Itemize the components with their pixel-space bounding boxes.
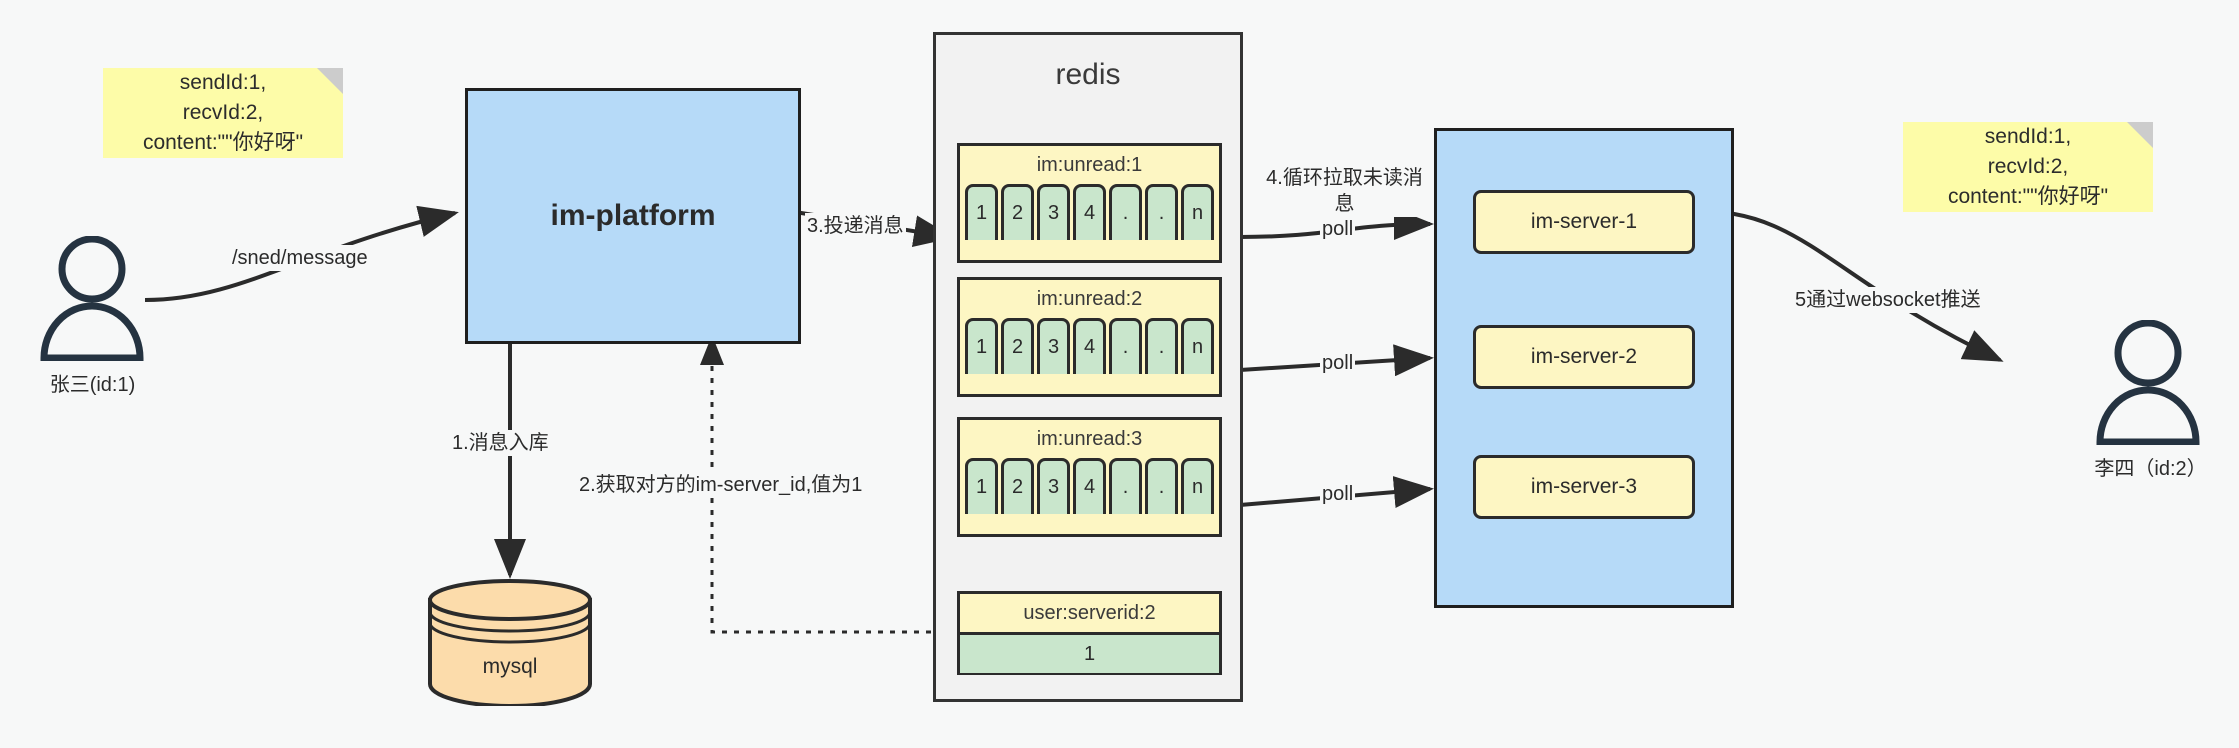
cell: 4 (1073, 318, 1106, 374)
edge-label-step1: 1.消息入库 (450, 430, 551, 456)
sender-avatar (40, 236, 144, 361)
edge-label-step4: 4.循环拉取未读消 息 (1255, 165, 1434, 217)
mysql-database[interactable] (425, 578, 595, 706)
note-fold-icon (317, 68, 343, 94)
cell: 1 (965, 318, 998, 374)
cell: n (1181, 184, 1214, 240)
edge-label-step3: 3.投递消息 (805, 213, 906, 239)
redis-list-1-key: im:unread:1 (960, 146, 1219, 184)
edge-label-step5: 5通过websocket推送 (1793, 287, 1983, 313)
edge-label-poll-2: poll (1320, 350, 1356, 376)
sender-name: 张三(id:1) (49, 374, 136, 396)
cell: . (1145, 318, 1178, 374)
cell: 2 (1001, 184, 1034, 240)
redis-kv-user-serverid[interactable]: user:serverid:2 1 (957, 591, 1222, 675)
note-left: sendId:1, recvId:2, content:""你好呀" (103, 68, 343, 158)
mysql-label: mysql (482, 655, 538, 678)
redis-kv-value: 1 (960, 632, 1219, 673)
cell: . (1109, 318, 1142, 374)
redis-list-im-unread-2[interactable]: im:unread:2 1 2 3 4 . . n (957, 277, 1222, 397)
redis-list-1-cells: 1 2 3 4 . . n (960, 184, 1219, 244)
edge-label-send-message: /sned/message (230, 245, 370, 271)
redis-list-3-cells: 1 2 3 4 . . n (960, 458, 1219, 518)
redis-list-2-key: im:unread:2 (960, 280, 1219, 318)
redis-list-im-unread-3[interactable]: im:unread:3 1 2 3 4 . . n (957, 417, 1222, 537)
cell: 4 (1073, 184, 1106, 240)
cell: 3 (1037, 184, 1070, 240)
note-right-text: sendId:1, recvId:2, content:""你好呀" (1947, 125, 2109, 208)
cell: 3 (1037, 458, 1070, 514)
note-fold-icon (2127, 122, 2153, 148)
redis-list-im-unread-1[interactable]: im:unread:1 1 2 3 4 . . n (957, 143, 1222, 263)
redis-list-2-cells: 1 2 3 4 . . n (960, 318, 1219, 378)
edge-label-poll-3: poll (1320, 481, 1356, 507)
cell: . (1109, 458, 1142, 514)
im-server-2[interactable]: im-server-2 (1473, 325, 1695, 389)
im-server-3[interactable]: im-server-3 (1473, 455, 1695, 519)
redis-list-3-key: im:unread:3 (960, 420, 1219, 458)
cell: 4 (1073, 458, 1106, 514)
cell: . (1145, 458, 1178, 514)
im-server-1-label: im-server-1 (1530, 210, 1638, 233)
cell: 1 (965, 184, 998, 240)
edge-server1-to-receiver (1689, 209, 2004, 362)
cell: n (1181, 318, 1214, 374)
im-platform-box[interactable]: im-platform (465, 88, 801, 344)
edge-label-step2: 2.获取对方的im-server_id,值为1 (577, 472, 865, 498)
im-server-3-label: im-server-3 (1530, 475, 1638, 498)
cell: 1 (965, 458, 998, 514)
receiver-name: 李四（id:2） (2094, 458, 2207, 480)
note-right: sendId:1, recvId:2, content:""你好呀" (1903, 122, 2153, 212)
im-platform-label: im-platform (550, 199, 716, 232)
redis-title: redis (1055, 58, 1121, 91)
cell: 2 (1001, 318, 1034, 374)
cell: 3 (1037, 318, 1070, 374)
receiver-avatar (2096, 320, 2200, 445)
note-left-text: sendId:1, recvId:2, content:""你好呀" (142, 71, 304, 154)
cell: . (1109, 184, 1142, 240)
redis-kv-key: user:serverid:2 (1023, 601, 1156, 624)
edge-label-poll-1: poll (1320, 216, 1356, 242)
cell: . (1145, 184, 1178, 240)
im-server-1[interactable]: im-server-1 (1473, 190, 1695, 254)
cell: n (1181, 458, 1214, 514)
cell: 2 (1001, 458, 1034, 514)
im-server-2-label: im-server-2 (1530, 345, 1638, 368)
